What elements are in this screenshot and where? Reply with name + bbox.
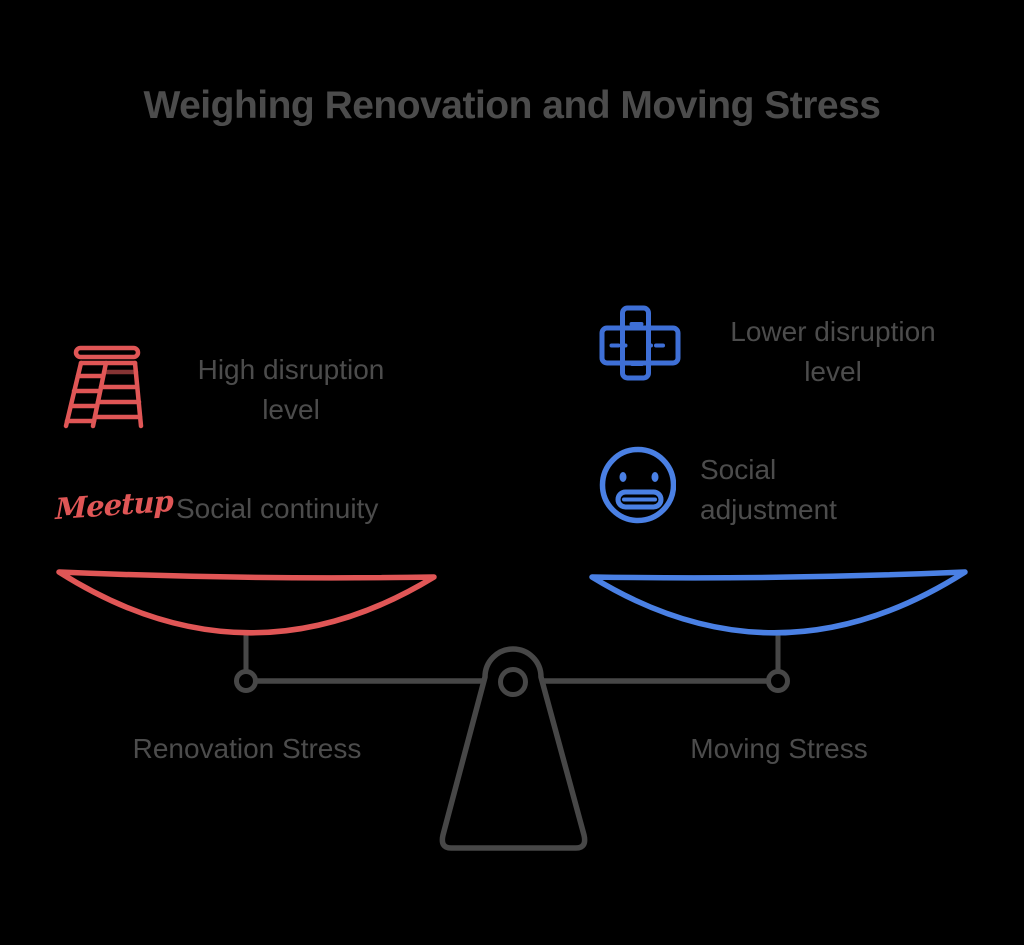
renovation-stress-label: Renovation Stress: [132, 733, 362, 764]
social-continuity-label: Social continuity: [176, 493, 379, 524]
balance-scale: [56, 569, 968, 851]
pivot-hole: [498, 667, 528, 697]
moving-stress-label: Moving Stress: [690, 733, 868, 764]
fulcrum: [439, 646, 588, 851]
ladder-icon: [62, 344, 150, 432]
left-pan: [56, 569, 437, 636]
page-title: Weighing Renovation and Moving Stress: [143, 84, 881, 127]
bandage-cross-icon: [598, 300, 682, 384]
grimace-face-icon: [596, 445, 676, 525]
lower-disruption-label: Lower disruption level: [730, 316, 936, 387]
high-disruption-label: High disruption level: [197, 354, 385, 425]
right-beam-joint: [766, 669, 790, 693]
social-adjustment-label: Social adjustment: [700, 454, 837, 525]
meetup-logo: Meetup: [55, 483, 173, 527]
right-pan: [589, 569, 968, 636]
left-beam-joint: [234, 669, 258, 693]
